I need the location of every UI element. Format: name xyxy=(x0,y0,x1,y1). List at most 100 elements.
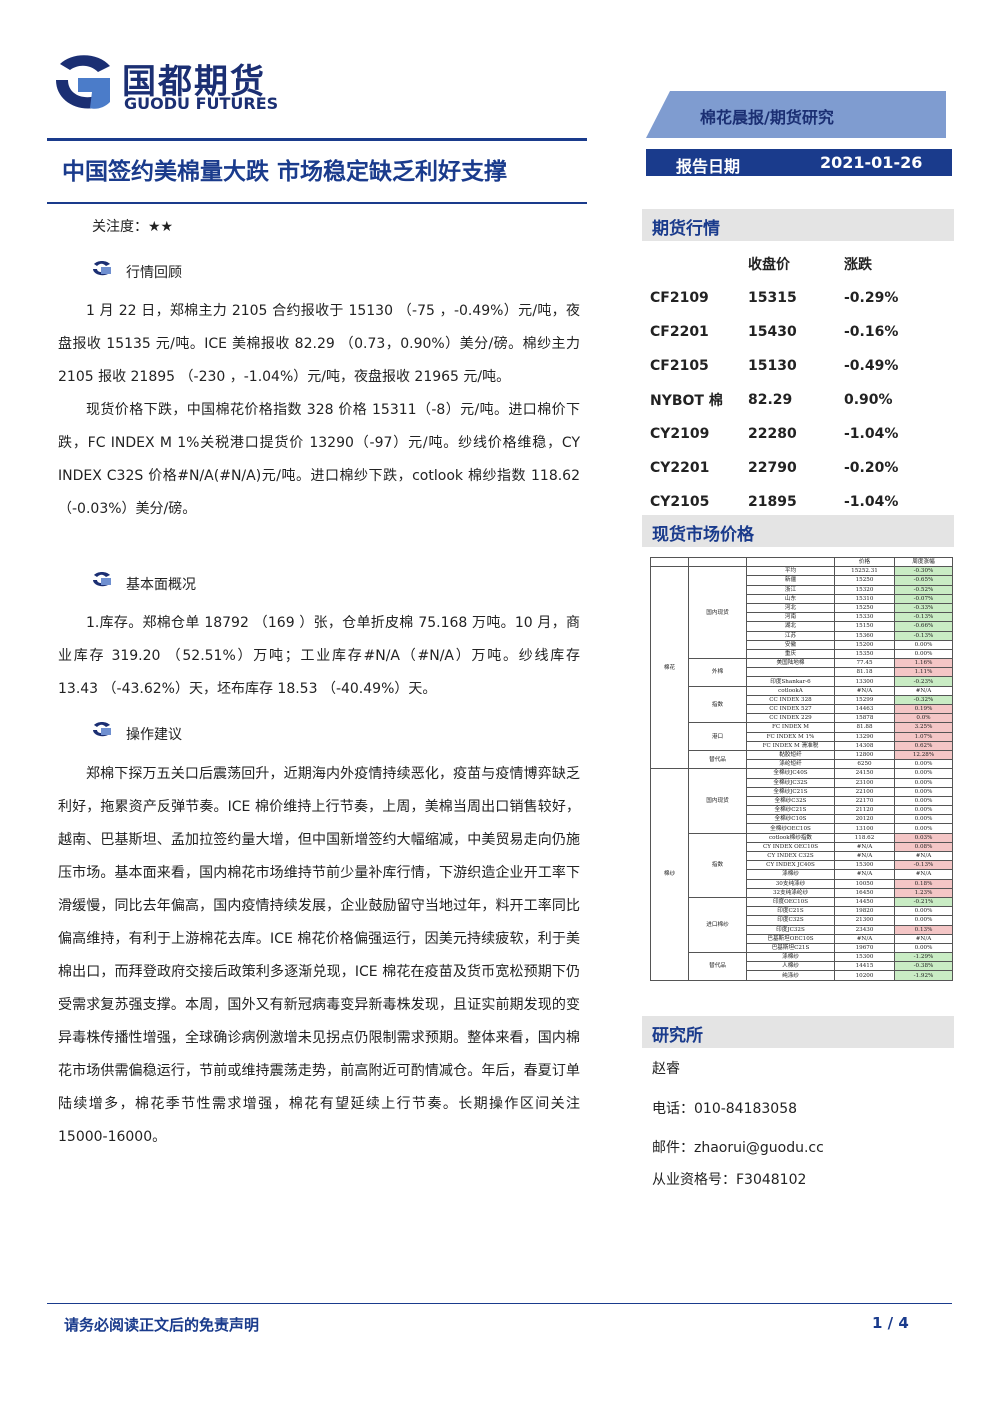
section-bullet-icon xyxy=(93,572,111,587)
spot-subcategory: 替代品 xyxy=(688,952,747,981)
spot-item-name: 印度C21S xyxy=(746,906,835,917)
spot-item-price: 19820 xyxy=(834,906,895,917)
spot-item-name: 印度OEC10S xyxy=(746,896,835,908)
spot-item-change: -0.23% xyxy=(894,676,953,687)
futures-col-change: 涨跌 xyxy=(844,257,872,273)
spot-item-change: -0.30% xyxy=(894,566,953,577)
spot-item-name: CY INDEX JC40S xyxy=(746,860,835,871)
spot-item-change: 0.18% xyxy=(894,878,953,889)
spot-item-price: 6250 xyxy=(834,759,895,770)
spot-item-price: #N/A xyxy=(834,685,895,696)
spot-item-name: 涤棉纱 xyxy=(746,952,835,963)
spot-title: 现货市场价格 xyxy=(652,525,754,545)
spot-item-name: 巴基斯坦C21S xyxy=(746,942,835,954)
spot-item-price: 14463 xyxy=(834,703,895,715)
spot-item-price: #N/A xyxy=(834,933,895,944)
futures-close: 82.29 xyxy=(748,392,793,408)
section-title-advice: 操作建议 xyxy=(126,727,182,743)
advice-paragraph-1: 郑棉下探万五关口后震荡回升，近期海内外疫情持续恶化，疫苗与疫情博弈缺乏利好，拖累… xyxy=(58,766,580,1145)
spot-item-price: 15299 xyxy=(834,694,895,706)
spot-subcategory: 外棉 xyxy=(688,658,747,687)
spot-item-price: 15200 xyxy=(834,639,895,650)
spot-item-name: 河南 xyxy=(746,612,835,623)
spot-item-name: 江苏 xyxy=(746,630,835,641)
spot-item-name: FC INDEX M xyxy=(746,722,835,733)
spot-item-name: 巴基斯坦OEC10S xyxy=(746,933,835,944)
futures-change: -0.20% xyxy=(844,460,899,476)
spot-subcategory: 港口 xyxy=(688,722,747,751)
spot-item-name: 印度C32S xyxy=(746,915,835,926)
spot-row: 巴基斯坦OEC10S#N/A#N/A xyxy=(651,933,953,944)
spot-item-change: 0.00% xyxy=(894,823,953,834)
spot-item-price: 15320 xyxy=(834,584,895,595)
spot-item-price: 10050 xyxy=(834,878,895,889)
spot-item-price: 20120 xyxy=(834,814,895,825)
spot-item-name: 印度JC32S xyxy=(746,924,835,935)
spot-item-change: 0.19% xyxy=(894,703,953,715)
spot-item-change: 0.00% xyxy=(894,639,953,650)
spot-item-change: #N/A xyxy=(894,685,953,696)
futures-contract: CF2109 xyxy=(650,290,709,306)
spot-item-name: 全棉纱C32S xyxy=(746,795,835,807)
logo-chinese-name: 国都期货 xyxy=(122,62,266,102)
spot-item-name: 全棉纱JC21S xyxy=(746,786,835,797)
guodu-logo-icon xyxy=(56,55,110,109)
spot-item-change: -0.66% xyxy=(894,621,953,632)
spot-item-price: 15300 xyxy=(834,952,895,963)
spot-item-change: -0.13% xyxy=(894,860,953,871)
futures-contract: CY2109 xyxy=(650,426,710,442)
spot-item-change: 1.07% xyxy=(894,731,953,742)
fundamental-text: 1.库存。郑棉仓单 18792 （169 ）张，仓单折皮棉 75.168 万吨。… xyxy=(58,607,580,706)
spot-item-name: 全棉纱C10S xyxy=(746,814,835,825)
futures-contract: CY2105 xyxy=(650,494,710,510)
spot-header xyxy=(642,515,954,547)
focus-rating: 关注度：★★ xyxy=(92,219,174,235)
spot-subcategory: 进口棉纱 xyxy=(688,896,747,954)
spot-item-change: -1.92% xyxy=(894,970,953,981)
spot-item-name: 重庆 xyxy=(746,648,835,660)
report-type-banner xyxy=(646,91,946,138)
spot-item-price: 118.62 xyxy=(834,832,895,843)
spot-item-price: 22170 xyxy=(834,795,895,807)
spot-item-change: 0.00% xyxy=(894,786,953,797)
futures-change: -0.16% xyxy=(844,324,899,340)
spot-subcategory: 指数 xyxy=(688,832,747,898)
spot-item-change: 1.11% xyxy=(894,667,953,678)
analyst-name: 赵睿 xyxy=(652,1061,680,1077)
spot-item-name: cotlookA xyxy=(746,685,835,696)
spot-item-price: 15250 xyxy=(834,575,895,586)
spot-col-price: 价格 xyxy=(834,556,895,568)
spot-item-change: 0.00% xyxy=(894,648,953,660)
spot-item-price: 15360 xyxy=(834,630,895,641)
futures-close: 15430 xyxy=(748,324,797,340)
spot-item-name: 河北 xyxy=(746,602,835,614)
futures-close: 15315 xyxy=(748,290,797,306)
spot-header-row: 价格 周度涨幅 xyxy=(650,556,953,568)
spot-item-change: 0.00% xyxy=(894,814,953,825)
spot-item-change: -0.21% xyxy=(894,896,953,908)
futures-header-row: 收盘价 涨跌 xyxy=(650,247,934,281)
disclaimer-notice: 请务必阅读正文后的免责声明 xyxy=(64,1316,260,1334)
spot-item-name: 30支纯涤纱 xyxy=(746,878,835,889)
footer-rule xyxy=(47,1303,952,1304)
spot-item-price: 23430 xyxy=(834,924,895,935)
